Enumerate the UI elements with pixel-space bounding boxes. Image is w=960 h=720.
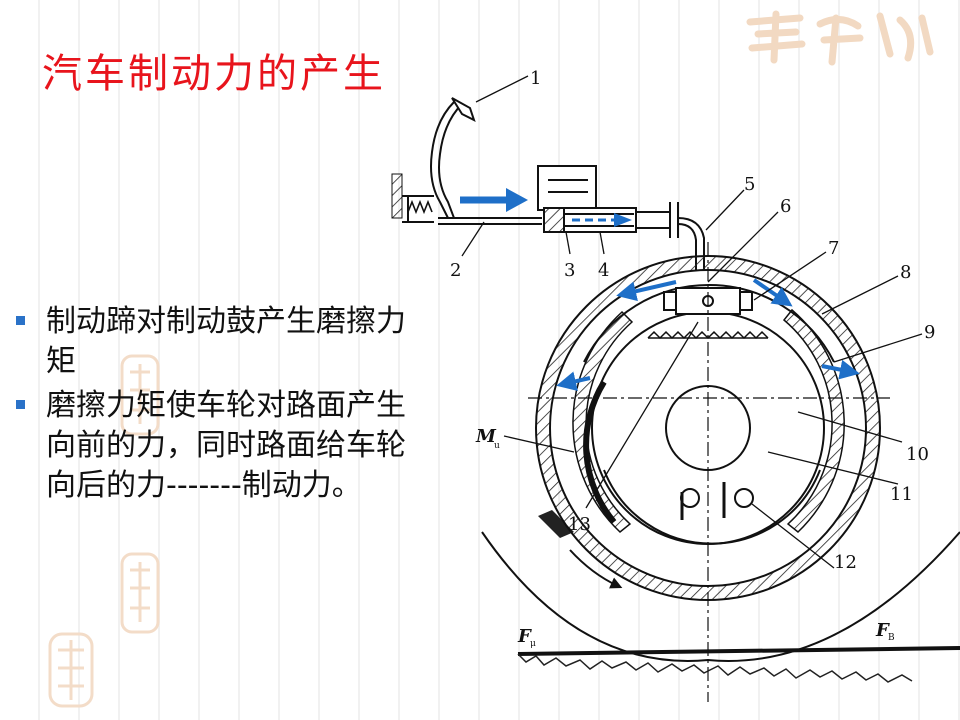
part-label-5: 5 [744,174,755,195]
calligraphy-logo [746,10,934,66]
part-label-9: 9 [924,322,935,343]
bullet-item: 制动蹄对制动鼓产生磨擦力矩 [12,302,432,382]
force-left-subscript: μ [530,639,536,649]
bullet-item: 磨擦力矩使车轮对路面产生向前的力，同时路面给车轮向后的力-------制动力。 [12,386,432,506]
bullet-marker-icon [16,316,25,325]
anchor-pins [680,482,754,520]
force-right-subscript: B [888,633,895,643]
part-number-labels: 1 2 3 4 5 6 7 8 9 10 11 12 13 [450,68,935,573]
part-label-13: 13 [568,514,591,535]
push-rod [438,217,542,225]
seal-stamp [120,552,160,634]
seal-stamp [48,632,94,708]
seal-stamp [120,354,160,436]
part-label-10: 10 [906,444,929,465]
slide-title: 汽车制动力的产生 [42,50,386,97]
road-surface [517,646,960,683]
force-right-label: F [875,620,890,641]
moment-subscript: u [494,441,500,451]
fluid-flow-arrow [572,213,632,227]
pedal-mount [391,173,434,223]
bullet-marker-icon [16,400,25,409]
force-labels: M u F μ F B [475,426,895,649]
part-label-7: 7 [828,238,839,259]
force-left-label: F [517,626,532,647]
part-label-1: 1 [530,68,541,89]
shoe-force-arrows [556,278,860,392]
part-label-3: 3 [564,260,575,281]
bullet-text: 磨擦力矩使车轮对路面产生向前的力，同时路面给车轮向后的力-------制动力。 [46,388,406,503]
brake-pedal [430,97,476,219]
bullet-list: 制动蹄对制动鼓产生磨擦力矩 磨擦力矩使车轮对路面产生向前的力，同时路面给车轮向后… [12,302,432,510]
push-direction-arrow [460,188,528,212]
drum-brake-diagram: 1 2 3 4 5 6 7 8 9 10 11 12 13 M u F μ F … [391,68,960,702]
moment-label: M [475,426,497,447]
master-cylinder [537,165,679,238]
part-label-2: 2 [450,260,461,281]
rotation-arrow [538,510,623,589]
part-label-8: 8 [900,262,911,283]
part-label-4: 4 [598,260,609,281]
centerlines [528,242,890,702]
part-label-12: 12 [834,552,857,573]
brake-line [677,217,705,282]
part-label-6: 6 [780,196,791,217]
part-label-11: 11 [890,484,913,505]
leader-lines [461,75,923,569]
bullet-text: 制动蹄对制动鼓产生磨擦力矩 [46,304,406,379]
